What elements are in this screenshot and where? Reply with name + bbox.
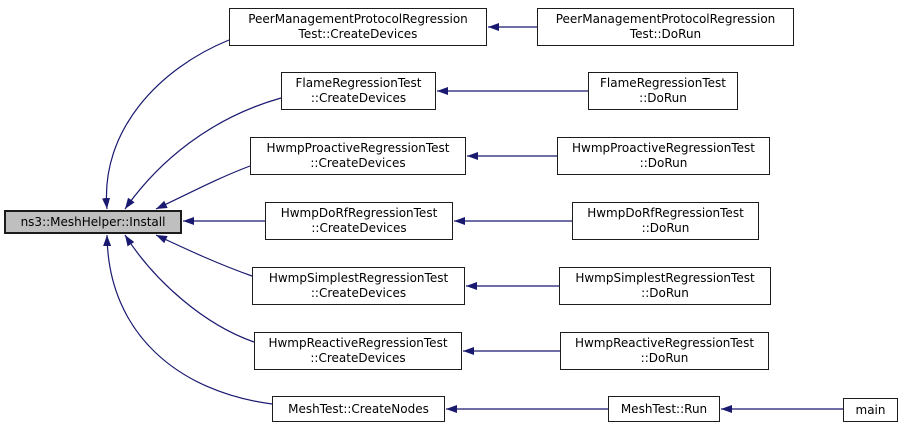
node-label-line: HwmpProactiveRegressionTest bbox=[266, 141, 450, 155]
node-hwmp-dorf-regression-test-do-run[interactable]: HwmpDoRfRegressionTest ::DoRun bbox=[572, 202, 759, 240]
node-label-line: ::CreateDevices bbox=[310, 156, 406, 170]
node-label-line: Test::DoRun bbox=[629, 27, 702, 41]
node-hwmp-simplest-regression-test-create-devices[interactable]: HwmpSimplestRegressionTest ::CreateDevic… bbox=[252, 267, 465, 305]
node-label-line: FlameRegressionTest bbox=[600, 76, 726, 90]
edge-peer-create-devices-to-install bbox=[102, 39, 230, 210]
node-label: MeshTest::CreateNodes bbox=[288, 401, 429, 416]
node-hwmp-proactive-regression-test-create-devices[interactable]: HwmpProactiveRegressionTest ::CreateDevi… bbox=[250, 137, 466, 175]
node-label-line: PeerManagementProtocolRegression bbox=[248, 12, 468, 26]
node-hwmp-simplest-regression-test-do-run[interactable]: HwmpSimplestRegressionTest ::DoRun bbox=[559, 267, 771, 305]
node-label-line: HwmpProactiveRegressionTest bbox=[572, 141, 755, 155]
node-label-line: HwmpDoRfRegressionTest bbox=[587, 206, 744, 220]
node-label-line: Test::CreateDevices bbox=[298, 27, 418, 41]
node-main[interactable]: main bbox=[843, 398, 898, 422]
node-flame-regression-test-do-run[interactable]: FlameRegressionTest ::DoRun bbox=[588, 72, 738, 110]
node-label-line: PeerManagementProtocolRegression bbox=[555, 12, 776, 26]
node-label: ns3::MeshHelper::Install bbox=[20, 214, 166, 229]
edge-hwmp-proactive-create-devices-to-install bbox=[155, 165, 251, 210]
node-label-line: HwmpReactiveRegressionTest bbox=[574, 336, 755, 350]
node-peer-management-protocol-regression-test-create-devices[interactable]: PeerManagementProtocolRegression Test::C… bbox=[229, 8, 487, 46]
node-label: MeshTest::Run bbox=[620, 401, 708, 416]
node-label-line: ::DoRun bbox=[641, 286, 689, 300]
node-label-line: ::CreateDevices bbox=[310, 351, 406, 365]
node-label-line: ::DoRun bbox=[640, 351, 689, 365]
node-label-line: ::CreateDevices bbox=[310, 91, 407, 105]
node-hwmp-reactive-regression-test-create-devices[interactable]: HwmpReactiveRegressionTest ::CreateDevic… bbox=[254, 332, 462, 370]
node-label-line: HwmpReactiveRegressionTest bbox=[268, 336, 448, 350]
node-mesh-test-create-nodes[interactable]: MeshTest::CreateNodes bbox=[272, 396, 445, 422]
edge-flame-create-devices-to-install bbox=[124, 97, 282, 210]
node-hwmp-reactive-regression-test-do-run[interactable]: HwmpReactiveRegressionTest ::DoRun bbox=[560, 332, 769, 370]
node-label-line: ::DoRun bbox=[639, 91, 687, 105]
edge-hwmp-simplest-create-devices-to-install bbox=[155, 234, 253, 277]
edge-hwmp-reactive-create-devices-to-install bbox=[124, 234, 255, 343]
node-label-line: HwmpDoRfRegressionTest bbox=[280, 206, 438, 220]
node-label: main bbox=[855, 402, 886, 417]
node-flame-regression-test-create-devices[interactable]: FlameRegressionTest ::CreateDevices bbox=[281, 72, 436, 110]
node-ns3-meshhelper-install: ns3::MeshHelper::Install bbox=[4, 210, 182, 234]
node-mesh-test-run[interactable]: MeshTest::Run bbox=[608, 396, 720, 422]
node-label-line: HwmpSimplestRegressionTest bbox=[268, 271, 449, 285]
node-label-line: FlameRegressionTest bbox=[295, 76, 422, 90]
node-label-line: ::CreateDevices bbox=[310, 286, 407, 300]
edge-mesh-create-nodes-to-install bbox=[103, 234, 273, 405]
node-label-line: ::DoRun bbox=[639, 156, 688, 170]
node-label-line: HwmpSimplestRegressionTest bbox=[575, 271, 755, 285]
node-hwmp-dorf-regression-test-create-devices[interactable]: HwmpDoRfRegressionTest ::CreateDevices bbox=[265, 202, 453, 240]
node-label-line: ::CreateDevices bbox=[311, 221, 407, 235]
node-hwmp-proactive-regression-test-do-run[interactable]: HwmpProactiveRegressionTest ::DoRun bbox=[557, 137, 770, 175]
node-peer-management-protocol-regression-test-do-run[interactable]: PeerManagementProtocolRegression Test::D… bbox=[537, 8, 794, 46]
node-label-line: ::DoRun bbox=[641, 221, 690, 235]
